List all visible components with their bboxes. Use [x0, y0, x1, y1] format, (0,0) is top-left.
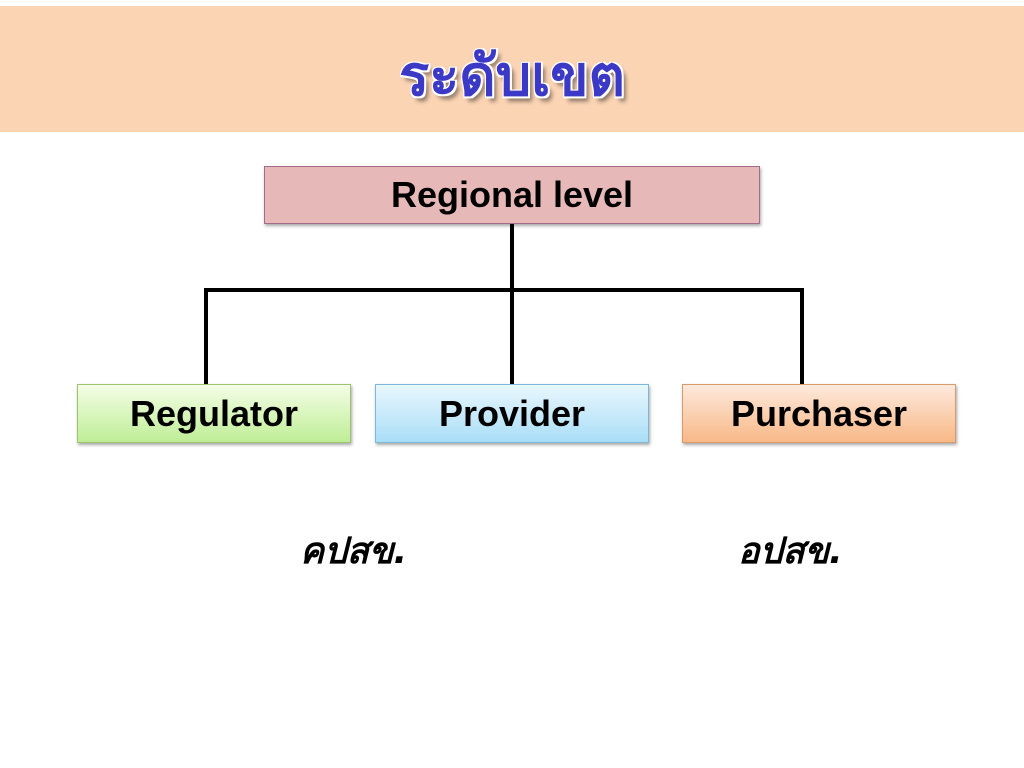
title-band	[0, 6, 1024, 132]
purchaser-box: Purchaser	[682, 384, 956, 443]
provider-box: Provider	[375, 384, 649, 443]
purchaser-abbreviation: อปสข.	[738, 531, 843, 572]
regulator-box: Regulator	[77, 384, 351, 443]
slide-title: ระดับเขต	[399, 44, 625, 109]
regulator-abbreviation: คปสข.	[300, 531, 408, 572]
regional-level-box: Regional level	[264, 166, 760, 224]
